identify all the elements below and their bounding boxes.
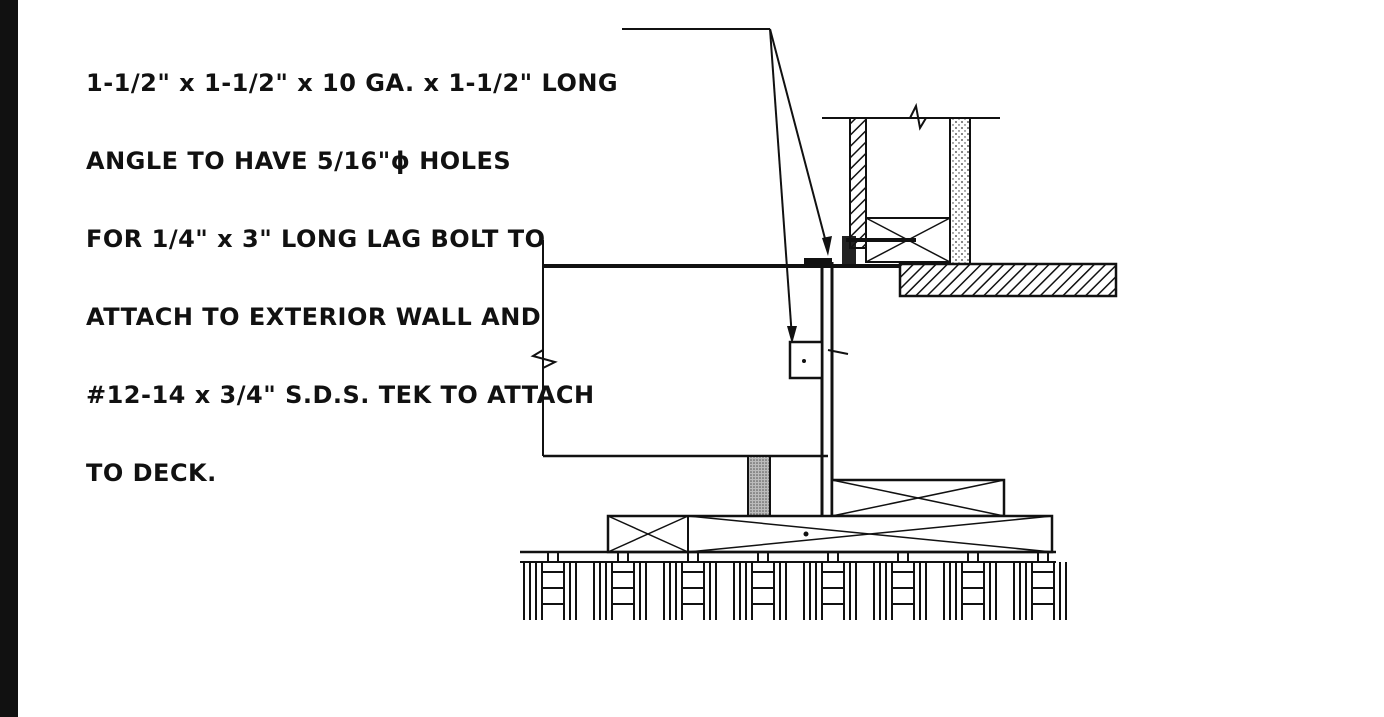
leader-lines xyxy=(622,28,829,339)
lower-angle-clip xyxy=(788,340,824,380)
foundation-slab xyxy=(832,262,1118,298)
grating-unit xyxy=(523,552,577,620)
grating-unit xyxy=(943,552,997,620)
grating-unit xyxy=(663,552,717,620)
arrowheads xyxy=(787,236,832,344)
leader-to-lower-angle xyxy=(769,28,793,339)
note-line-1: 1-1/2" x 1-1/2" x 10 GA. x 1-1/2" LONG xyxy=(86,69,619,97)
grating-unit xyxy=(1013,552,1067,620)
arrowhead-top xyxy=(822,236,832,256)
sheet-border xyxy=(0,0,18,717)
arrowhead-lower xyxy=(787,326,797,344)
note-line-4: ATTACH TO EXTERIOR WALL AND xyxy=(86,303,542,331)
beam-support-block xyxy=(747,455,771,517)
post-break-mark xyxy=(827,349,849,355)
callout-note: 1-1/2" x 1-1/2" x 10 GA. x 1-1/2" LONG A… xyxy=(86,18,646,538)
note-line-2: ANGLE TO HAVE 5/16"ϕ HOLES xyxy=(86,147,512,175)
grating-unit xyxy=(733,552,787,620)
exterior-wall xyxy=(822,102,1000,265)
ground-grating xyxy=(520,550,1067,620)
note-line-6: TO DECK. xyxy=(86,459,217,487)
note-line-3: FOR 1/4" x 3" LONG LAG BOLT TO xyxy=(86,225,546,253)
grating-unit xyxy=(593,552,647,620)
deck-beam xyxy=(530,240,828,458)
grating-unit xyxy=(873,552,927,620)
crib-blocking xyxy=(606,478,1054,554)
leader-to-top-angle xyxy=(769,28,829,251)
grating-unit xyxy=(803,552,857,620)
note-line-5: #12-14 x 3/4" S.D.S. TEK TO ATTACH xyxy=(86,381,595,409)
